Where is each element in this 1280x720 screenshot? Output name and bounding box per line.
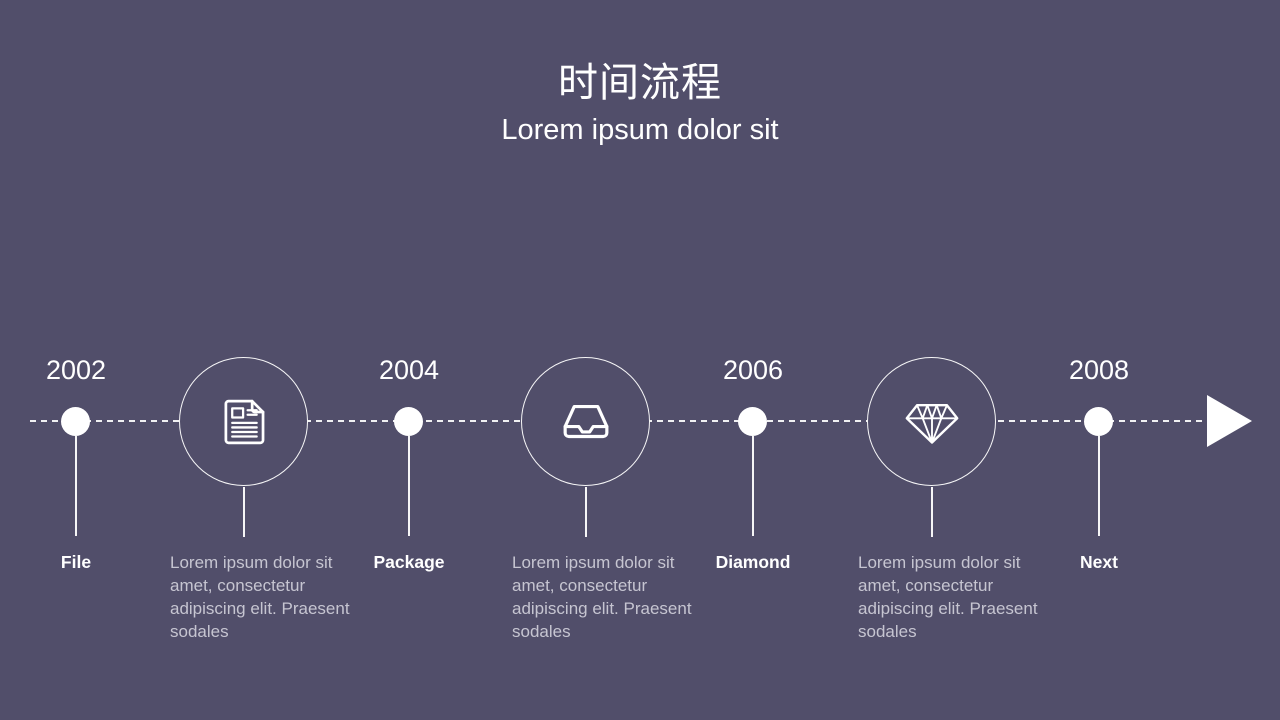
- milestone-label: Next: [1080, 552, 1118, 572]
- milestone-label: Package: [373, 552, 445, 572]
- event-connector-line: [243, 487, 245, 537]
- document-icon: [215, 393, 273, 451]
- inbox-icon: [557, 393, 615, 451]
- event-connector-line: [585, 487, 587, 537]
- event-circle: [179, 357, 308, 486]
- milestone-connector-line: [408, 436, 410, 536]
- milestone-year: 2006: [722, 355, 784, 385]
- milestone-year: 2008: [1068, 355, 1130, 385]
- milestone-year: 2002: [45, 355, 107, 385]
- milestone-connector-line: [1098, 436, 1100, 536]
- arrow-right-icon: [1207, 395, 1252, 447]
- milestone-connector-line: [75, 436, 77, 536]
- event-connector-line: [931, 487, 933, 537]
- milestone-connector-line: [752, 436, 754, 536]
- event-description: Lorem ipsum dolor sit amet, consectetur …: [858, 553, 1038, 641]
- event-description: Lorem ipsum dolor sit amet, consectetur …: [512, 553, 692, 641]
- diamond-icon: [902, 394, 962, 450]
- milestone-dot: [1084, 407, 1113, 436]
- milestone-label: Diamond: [715, 552, 791, 572]
- milestone-dot: [738, 407, 767, 436]
- milestone-label: File: [60, 552, 92, 572]
- page-title: 时间流程: [558, 61, 722, 105]
- milestone-dot: [61, 407, 90, 436]
- event-description: Lorem ipsum dolor sit amet, consectetur …: [170, 553, 350, 641]
- milestone-dot: [394, 407, 423, 436]
- event-circle: [867, 357, 996, 486]
- milestone-year: 2004: [378, 355, 440, 385]
- page-subtitle: Lorem ipsum dolor sit: [501, 114, 779, 146]
- event-circle: [521, 357, 650, 486]
